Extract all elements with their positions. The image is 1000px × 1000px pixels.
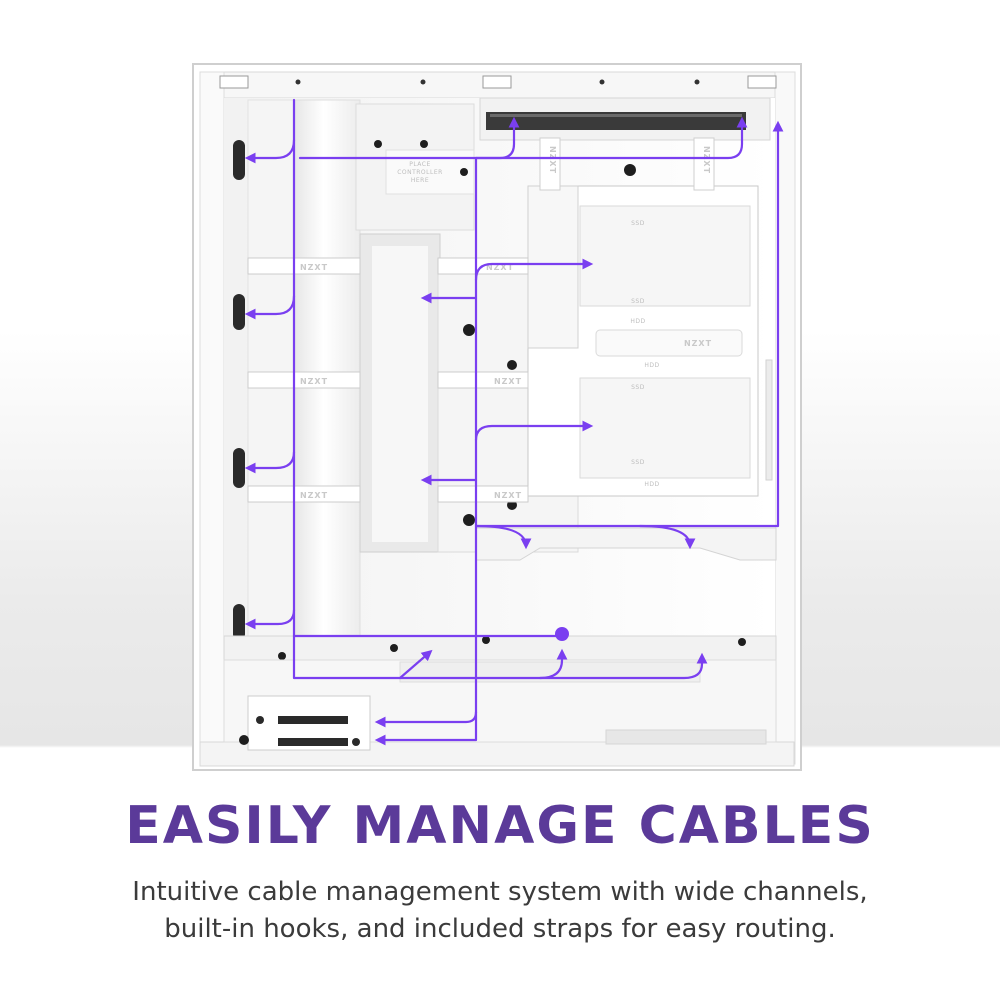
subtext: Intuitive cable management system with w…	[0, 874, 1000, 948]
strap-label-8: NZXT	[702, 146, 711, 174]
drive-cage: SSD SSD HDD HDD SSD SSD HDD NZXT	[527, 137, 773, 497]
cable-grommets	[233, 140, 245, 640]
drive-label-6: SSD	[631, 459, 645, 466]
drive-label-5: SSD	[631, 384, 645, 391]
drive-caddy	[239, 695, 371, 751]
route-ssd-2	[474, 420, 594, 442]
route-left-2	[244, 450, 296, 474]
route-bottom	[292, 634, 433, 680]
controller-mount: PLACE CONTROLLER HERE	[355, 103, 475, 231]
controller-label-line3: HERE	[411, 177, 429, 184]
route-bottom-3	[538, 652, 708, 680]
strap-label-1: NZXT	[300, 263, 328, 272]
route-top-right	[474, 116, 748, 160]
route-shroud-drop-2	[638, 524, 696, 550]
route-left-3	[244, 608, 296, 630]
controller-label-line1: PLACE	[409, 161, 431, 168]
route-shroud	[474, 120, 784, 528]
strap-label-3: NZXT	[300, 491, 328, 500]
velcro-straps: NZXT NZXT NZXT NZXT NZXT NZXT NZXT NZXT	[247, 146, 711, 503]
drive-label-3: HDD	[630, 318, 645, 325]
controller-label-line2: CONTROLLER	[397, 169, 443, 176]
drive-label-7: HDD	[644, 481, 659, 488]
cable-routes	[244, 98, 784, 746]
strap-label-4: NZXT	[486, 263, 514, 272]
strap-label-7: NZXT	[548, 146, 557, 174]
drive-label-4: HDD	[644, 362, 659, 369]
case-interior-illustration: PLACE CONTROLLER HERE SSD SSD HDD HDD SS…	[192, 63, 802, 771]
route-endpoint-dot	[555, 627, 569, 641]
subtext-line-1: Intuitive cable management system with w…	[132, 877, 868, 907]
route-center-trunk	[374, 156, 478, 746]
route-shroud-drop-1	[474, 524, 532, 550]
drive-label-1: SSD	[631, 220, 645, 227]
route-caddy-upper	[374, 710, 478, 728]
strap-label-6: NZXT	[494, 491, 522, 500]
headline: EASILY MANAGE CABLES	[125, 796, 875, 856]
drive-label-2: SSD	[631, 298, 645, 305]
strap-label-2: NZXT	[300, 377, 328, 386]
strap-label-5: NZXT	[494, 377, 522, 386]
drive-cage-logo: NZXT	[684, 339, 712, 348]
subtext-line-2: built-in hooks, and included straps for …	[164, 914, 836, 944]
route-upper-left	[244, 138, 296, 164]
route-ssd-1	[474, 258, 594, 282]
top-radiator-bracket	[479, 97, 771, 141]
route-left-1	[244, 294, 296, 320]
